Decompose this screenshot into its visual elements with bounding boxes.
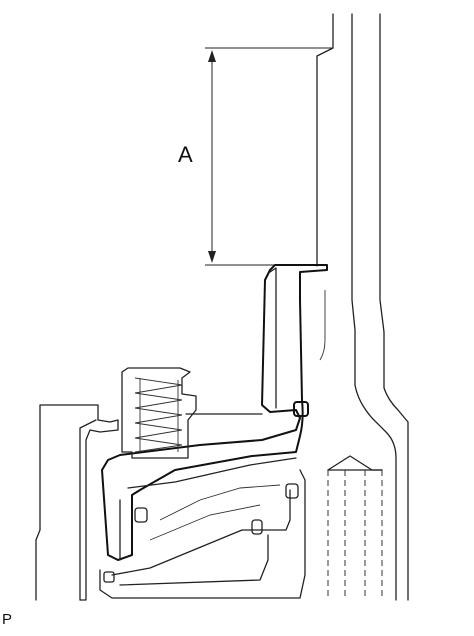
dimension-label: A bbox=[178, 142, 193, 167]
housing-outline bbox=[316, 13, 409, 601]
clutch-drum-bottom bbox=[99, 469, 306, 599]
seal-left bbox=[134, 507, 148, 523]
seal-right bbox=[285, 483, 299, 499]
seal-bottom bbox=[103, 571, 115, 583]
o-ring-seal bbox=[293, 401, 309, 417]
center-shaft bbox=[327, 455, 383, 600]
piston-outline bbox=[101, 264, 328, 561]
dimension-arrow-bottom bbox=[208, 251, 216, 263]
seal-middle bbox=[251, 519, 263, 535]
dimension-arrow-top bbox=[208, 50, 216, 62]
corner-label: P bbox=[2, 611, 12, 628]
return-spring bbox=[121, 367, 263, 459]
left-hub bbox=[35, 404, 119, 601]
dimension-a: A bbox=[178, 47, 333, 266]
